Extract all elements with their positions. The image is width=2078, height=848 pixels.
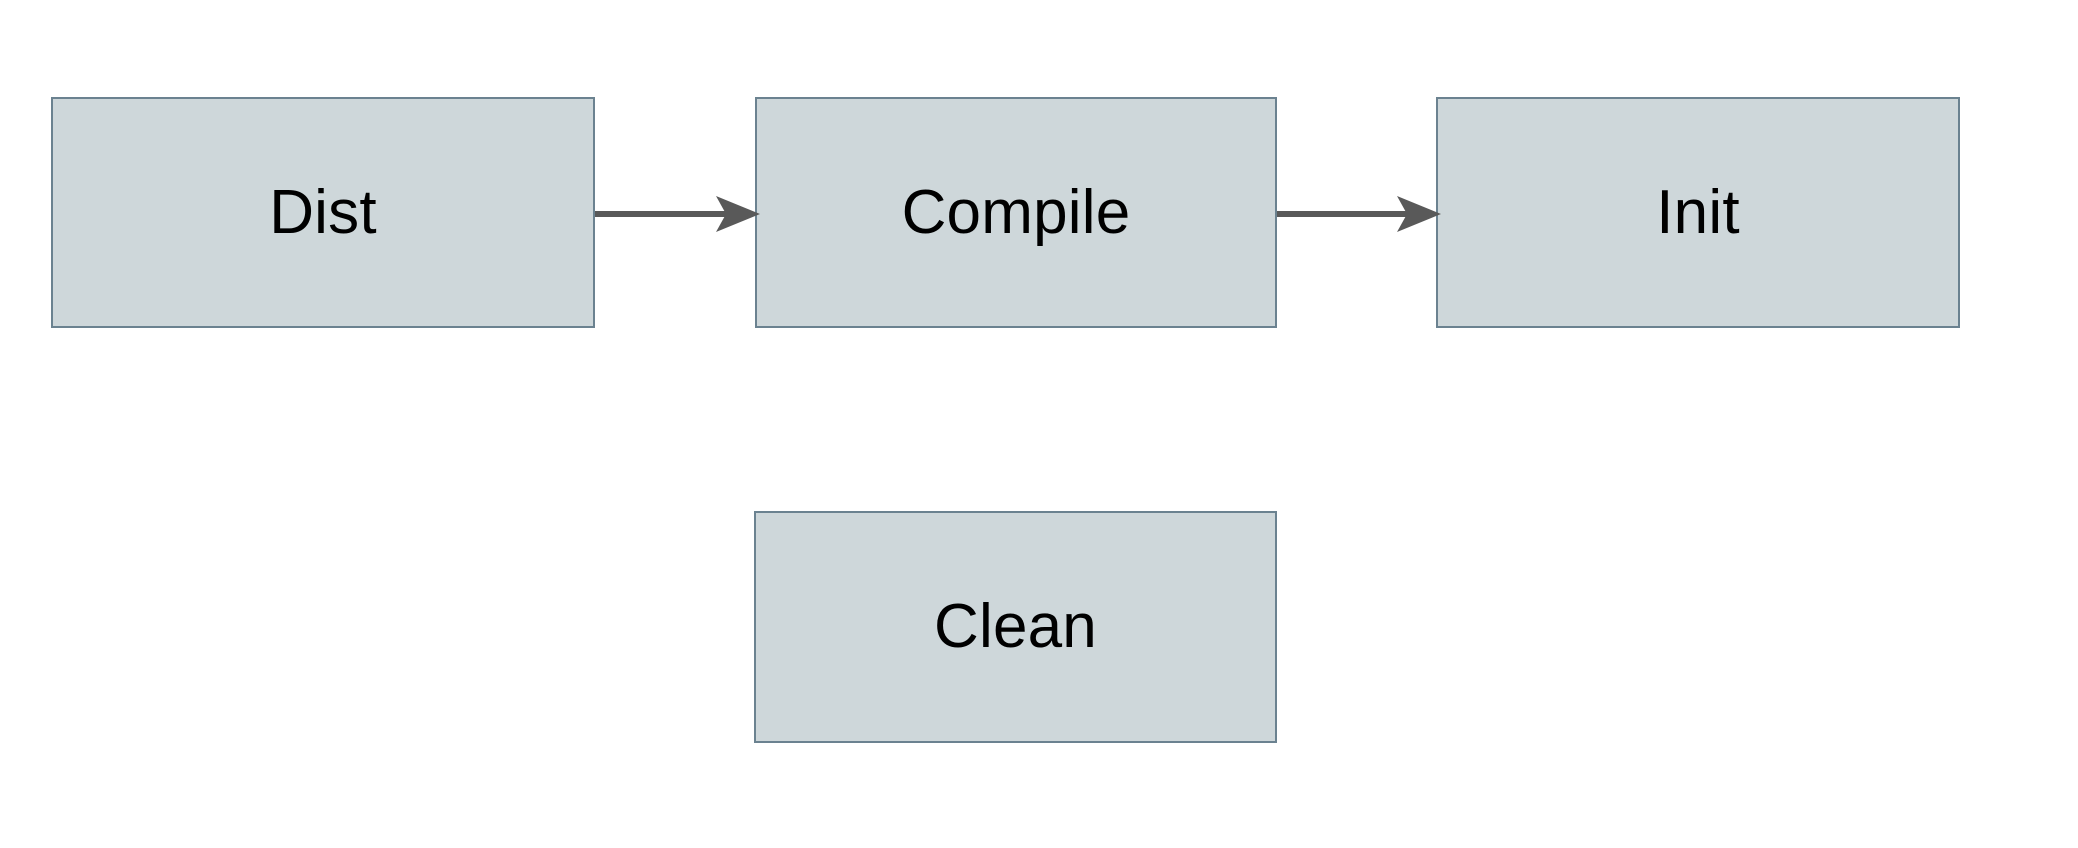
diagram-node-init[interactable]: Init <box>1436 97 1960 328</box>
arrowhead-icon <box>716 196 760 232</box>
node-label: Dist <box>269 177 377 247</box>
node-label: Clean <box>934 592 1097 661</box>
node-label: Init <box>1656 177 1740 247</box>
diagram-node-compile[interactable]: Compile <box>755 97 1277 328</box>
diagram-edge-dist-to-compile[interactable] <box>590 184 765 244</box>
diagram-edge-compile-to-init[interactable] <box>1272 184 1446 244</box>
arrowhead-icon <box>1397 196 1441 232</box>
node-label: Compile <box>901 177 1131 247</box>
diagram-node-clean[interactable]: Clean <box>754 511 1277 743</box>
diagram-node-dist[interactable]: Dist <box>51 97 595 328</box>
